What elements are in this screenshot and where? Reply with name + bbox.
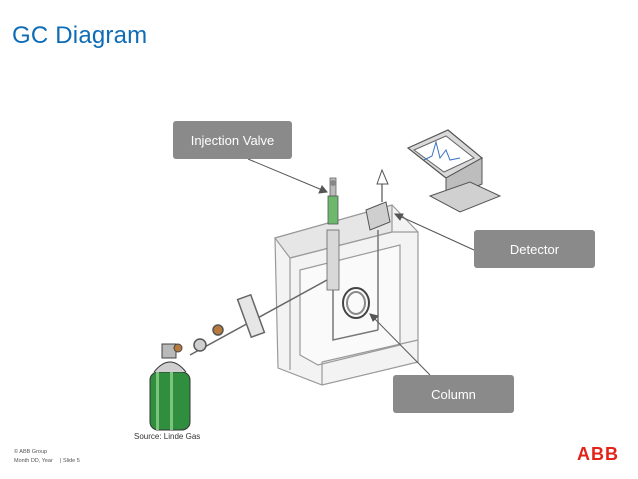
callout-pointers <box>247 158 475 376</box>
footer-copyright: © ABB Group <box>14 449 48 455</box>
gas-line <box>189 279 328 356</box>
callout-detector: Detector <box>474 230 595 268</box>
footer-slide-number: | Slide 5 <box>60 458 80 464</box>
page-title: GC Diagram <box>12 22 148 49</box>
column-coil <box>332 287 379 341</box>
oven-box <box>273 204 419 386</box>
source-note: Source: Linde Gas <box>134 432 201 441</box>
callout-injection-valve: Injection Valve <box>173 121 292 159</box>
computer-monitor <box>406 129 502 213</box>
callout-column: Column <box>393 375 514 413</box>
gas-cylinder <box>149 343 191 431</box>
injection-syringe <box>326 177 340 291</box>
detector-unit <box>365 168 391 330</box>
footer-date: Month DD, Year <box>14 458 53 464</box>
abb-logo: ABB <box>577 444 619 464</box>
